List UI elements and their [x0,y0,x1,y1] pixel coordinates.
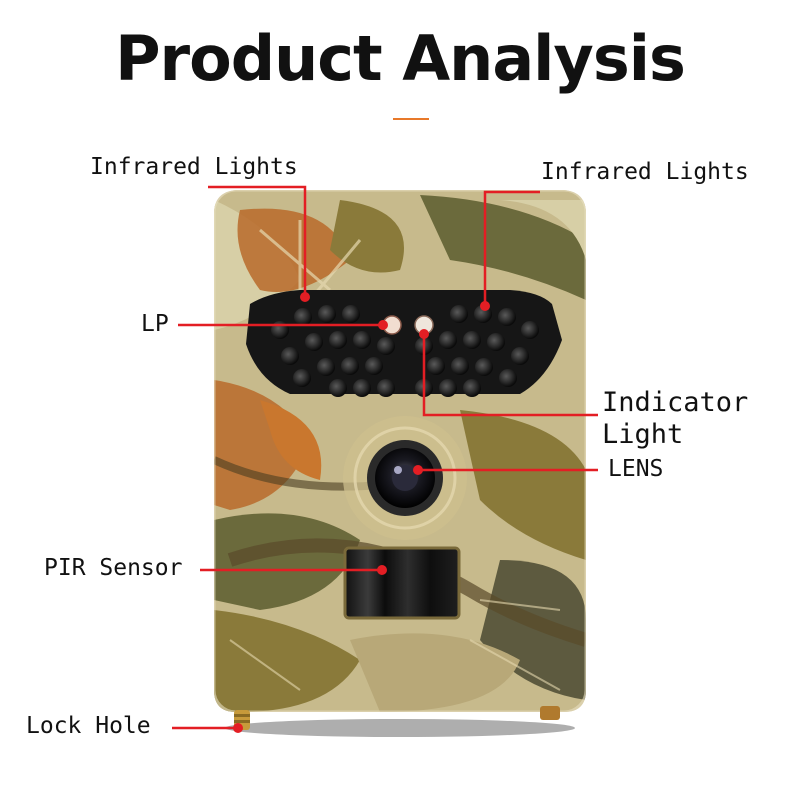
label-lp: LP [141,311,169,337]
camera-body [214,190,586,712]
infrared-led-array [271,305,539,397]
page-title: Product Analysis [115,22,686,95]
pir-sensor-window [345,548,459,618]
lens-assembly [343,416,467,540]
label-indicator-line1: Indicator [602,387,749,418]
label-indicator-line2: Light [602,419,684,450]
label-infrared-lights-right: Infrared Lights [541,159,749,185]
camera-shadow [225,719,575,737]
label-lens: LENS [608,456,664,482]
foot-right [540,706,560,720]
label-lock-hole: Lock Hole [26,713,151,739]
callout-indicator [422,334,598,417]
callout-infrared-left [208,185,307,297]
label-pir-sensor: PIR Sensor [44,555,183,581]
callout-dots [233,292,490,733]
title-underline [393,118,429,120]
callout-infrared-right [483,190,540,306]
label-infrared-lights-left: Infrared Lights [90,154,298,180]
callout-lines [172,185,598,730]
